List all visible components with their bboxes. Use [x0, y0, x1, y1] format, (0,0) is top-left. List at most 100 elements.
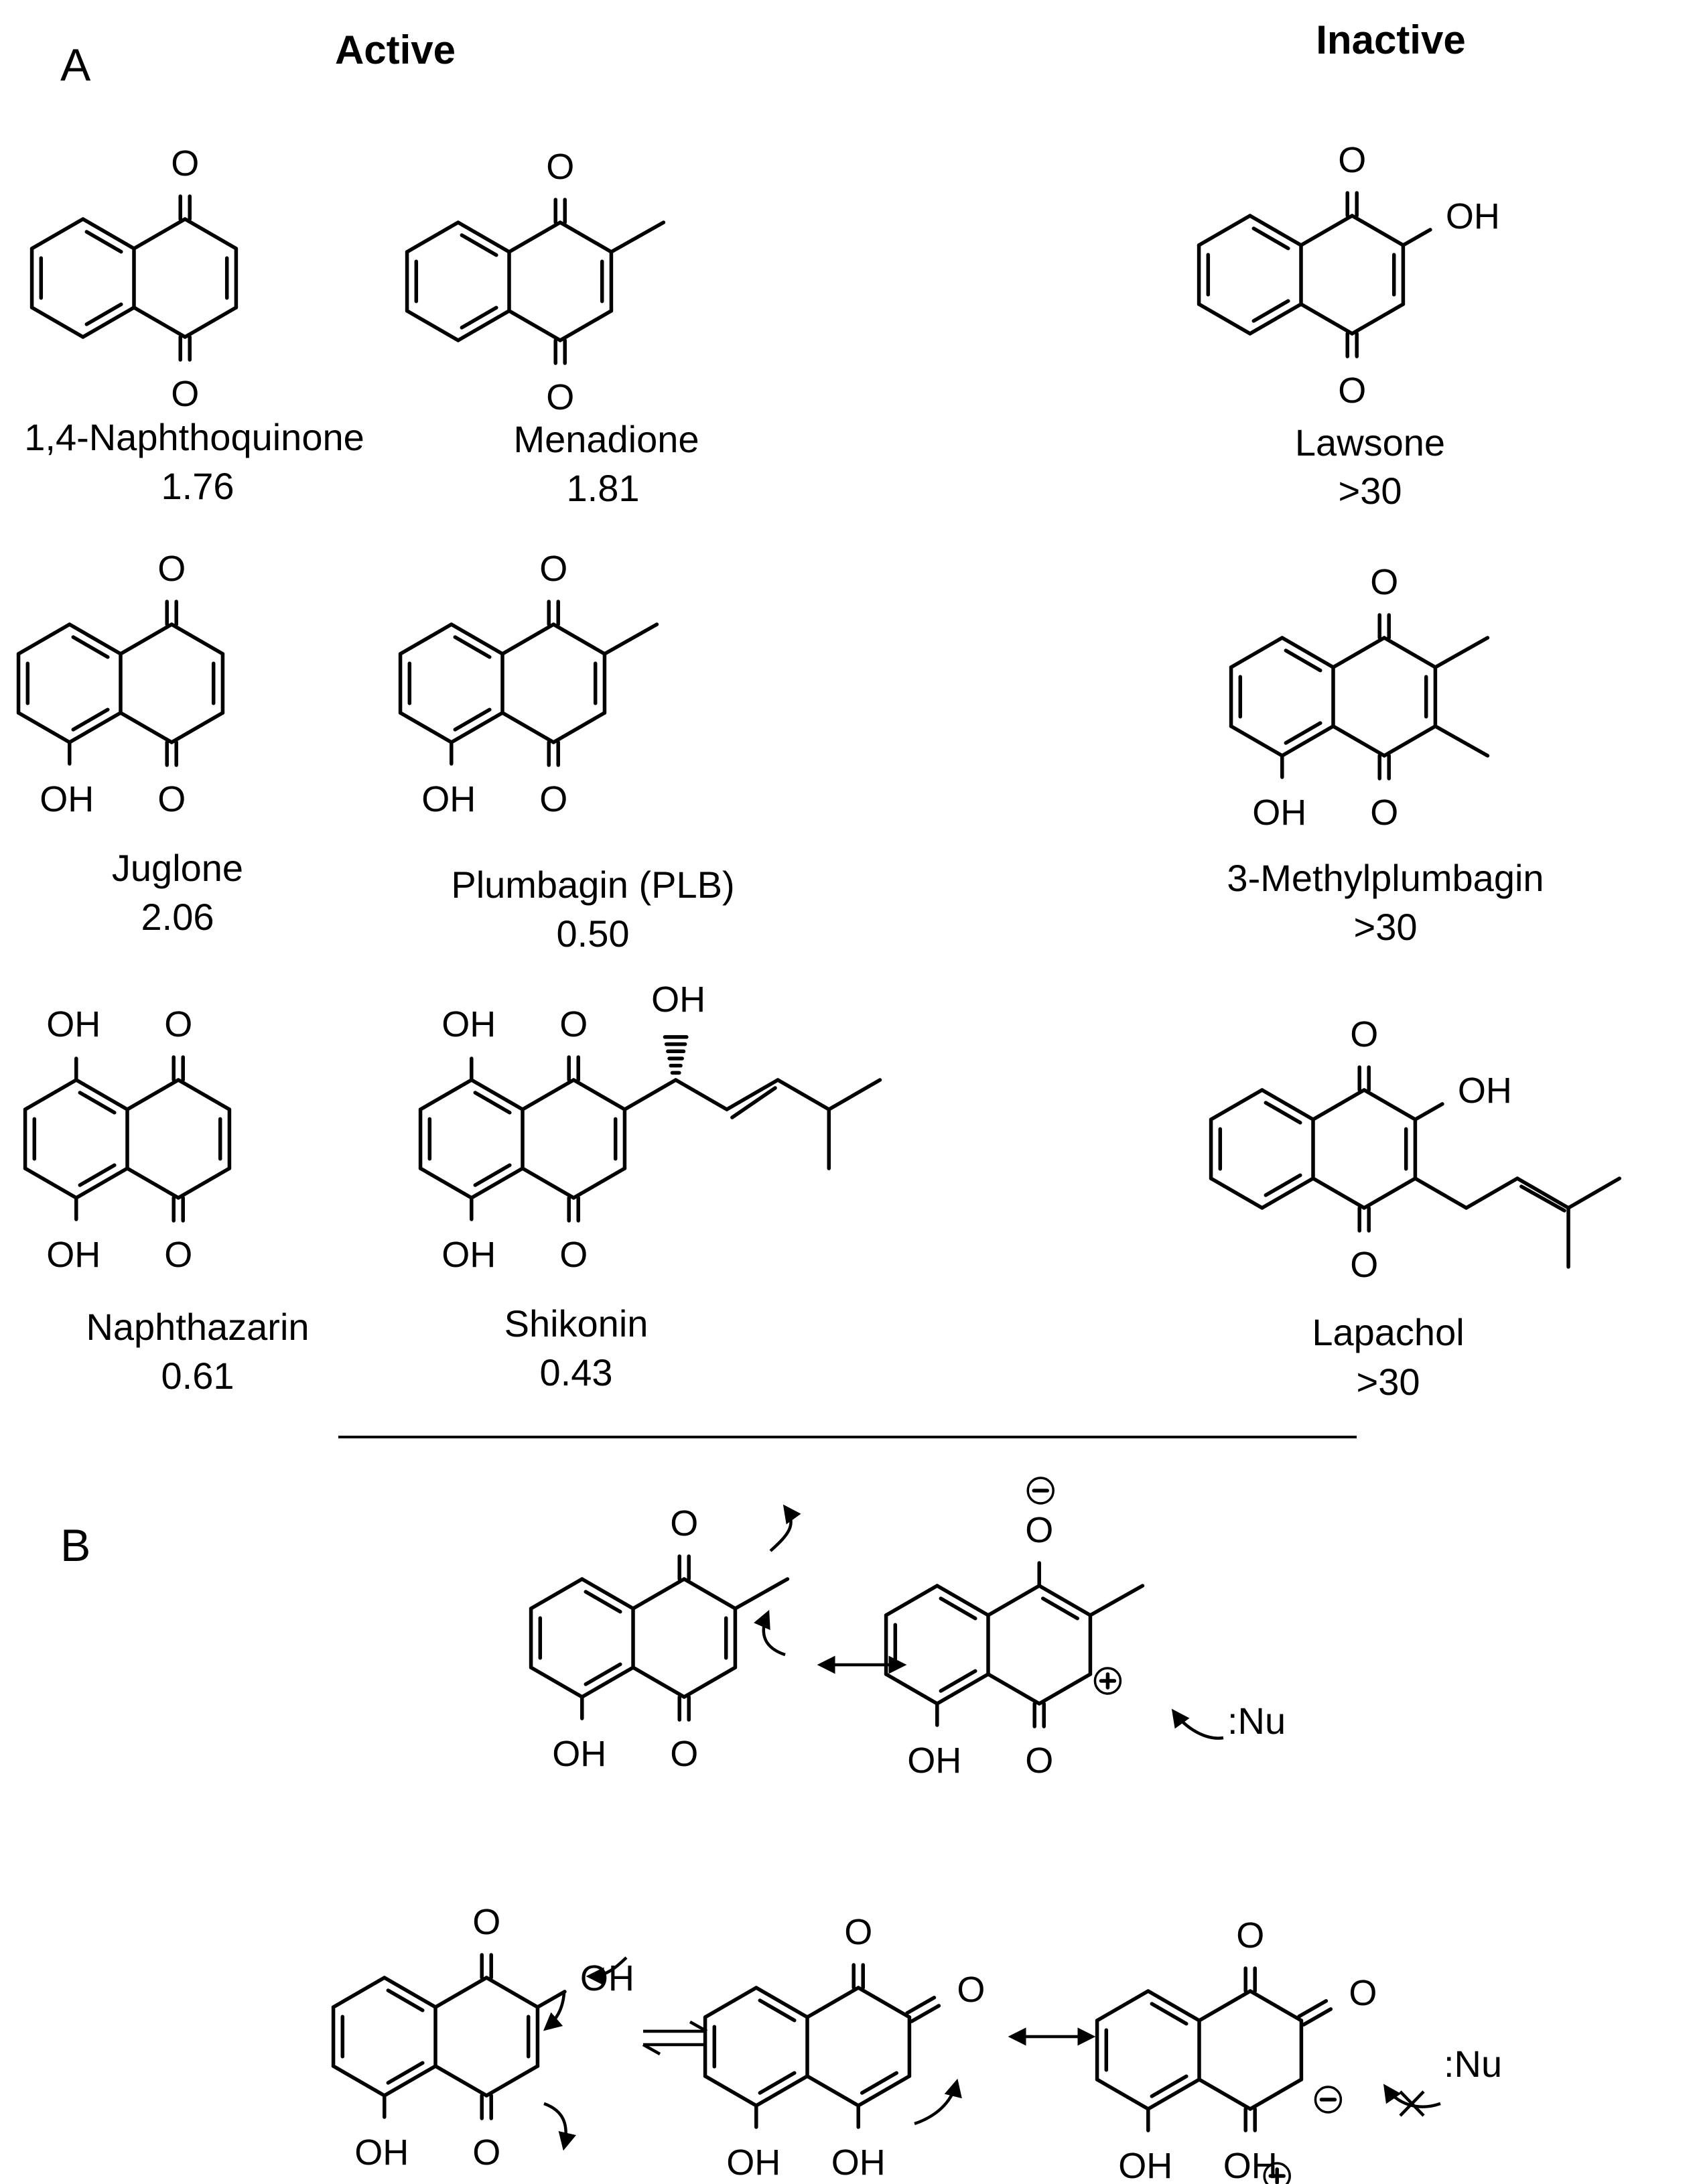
bond — [703, 2074, 758, 2108]
bond-double — [1284, 649, 1322, 673]
bond — [1299, 302, 1354, 336]
atom-label: O — [1236, 1915, 1264, 1956]
bond — [398, 622, 454, 656]
bond — [383, 2064, 437, 2098]
bond — [500, 622, 555, 656]
atom-label: OH — [46, 1235, 100, 1275]
atom-label: O — [559, 1004, 588, 1044]
bond — [484, 1976, 540, 2009]
bond-double — [730, 1086, 777, 1119]
atom-label: O — [1350, 1245, 1378, 1285]
bond — [418, 1166, 474, 1200]
bond — [176, 1078, 232, 1111]
bond-double — [1251, 299, 1290, 323]
bond — [450, 711, 504, 744]
atom-label: O — [1338, 140, 1366, 180]
nucleophile-attack-arrow — [1171, 1708, 1224, 1740]
bond — [1433, 724, 1490, 758]
bond — [456, 220, 511, 254]
bond — [68, 622, 123, 656]
compound-value: >30 — [1357, 1361, 1420, 1403]
compound-name: Lawsone — [1295, 421, 1445, 464]
bond-double — [939, 1669, 977, 1693]
bond — [125, 1078, 180, 1111]
bond — [1248, 1989, 1304, 2023]
bond-double — [1297, 1999, 1329, 2019]
bond — [176, 1166, 232, 1200]
bond — [1260, 1176, 1315, 1210]
bond — [682, 1665, 738, 1699]
bond — [827, 1078, 882, 1111]
bond — [398, 711, 454, 744]
bond — [1350, 302, 1406, 336]
bond — [433, 1976, 488, 2009]
atom-label: OH — [441, 1004, 496, 1044]
blocked-mark — [1399, 2090, 1425, 2117]
bond — [631, 1577, 686, 1611]
atom-label: O — [546, 147, 574, 187]
bond-double — [386, 1988, 425, 2012]
atom-label: OH — [40, 779, 94, 819]
charge-minus — [1314, 2086, 1343, 2114]
bond — [1362, 1088, 1418, 1121]
atom-label: O — [1349, 1973, 1377, 2013]
bond-double — [1251, 226, 1290, 251]
bond — [433, 2064, 488, 2098]
bond-double — [1519, 1184, 1566, 1213]
compound-value: 2.06 — [141, 896, 214, 938]
bond — [1401, 228, 1432, 247]
atom-label: OH — [441, 1235, 496, 1275]
bond-double — [460, 233, 498, 257]
atom-label: O — [472, 2132, 500, 2173]
atom-label: OH — [907, 1741, 961, 1781]
bond-double — [1302, 2007, 1333, 2027]
atom-label: OH — [1458, 1071, 1512, 1111]
structure-menadione: OO — [405, 147, 666, 417]
bond — [470, 1078, 525, 1111]
atom-label: O — [670, 1503, 698, 1544]
bond — [74, 1078, 129, 1111]
bond — [1280, 724, 1335, 758]
bond — [856, 1986, 912, 2019]
bond — [29, 217, 85, 251]
bond — [1413, 1102, 1444, 1121]
bond-double — [71, 635, 110, 659]
electron-arrow — [543, 1992, 566, 2031]
panel-a-label: A — [60, 40, 91, 90]
atom-label: OH — [46, 1004, 100, 1044]
electron-arrow — [914, 2078, 962, 2126]
bond — [470, 1166, 525, 1200]
bond — [673, 1078, 729, 1111]
bond — [1515, 1176, 1570, 1210]
charge-plus — [1093, 1667, 1122, 1695]
atom-label: O — [171, 374, 199, 414]
bond — [1566, 1176, 1622, 1210]
bond — [74, 1166, 129, 1200]
bond — [1197, 1989, 1252, 2023]
atom-label: O — [472, 1902, 500, 1942]
bond — [622, 1078, 678, 1111]
bond-double — [78, 1163, 117, 1187]
bond — [169, 622, 225, 656]
bond — [1037, 1672, 1093, 1706]
atom-label: OH — [1223, 2146, 1278, 2184]
bond — [571, 1166, 627, 1200]
atom-label: O — [1350, 1014, 1378, 1054]
bond — [1311, 1176, 1366, 1210]
bond-double — [473, 1163, 512, 1187]
compound-name: Naphthazarin — [86, 1306, 309, 1348]
bond — [500, 711, 555, 744]
bond — [1248, 2077, 1304, 2111]
equilibrium-head-back — [642, 2043, 661, 2055]
bond — [986, 1584, 1041, 1617]
bond — [703, 1986, 758, 2019]
bond — [405, 309, 460, 342]
bond-double — [71, 707, 110, 732]
charge-plus — [1263, 2162, 1291, 2184]
bond — [571, 1078, 627, 1111]
electron-arrow — [769, 1504, 801, 1552]
